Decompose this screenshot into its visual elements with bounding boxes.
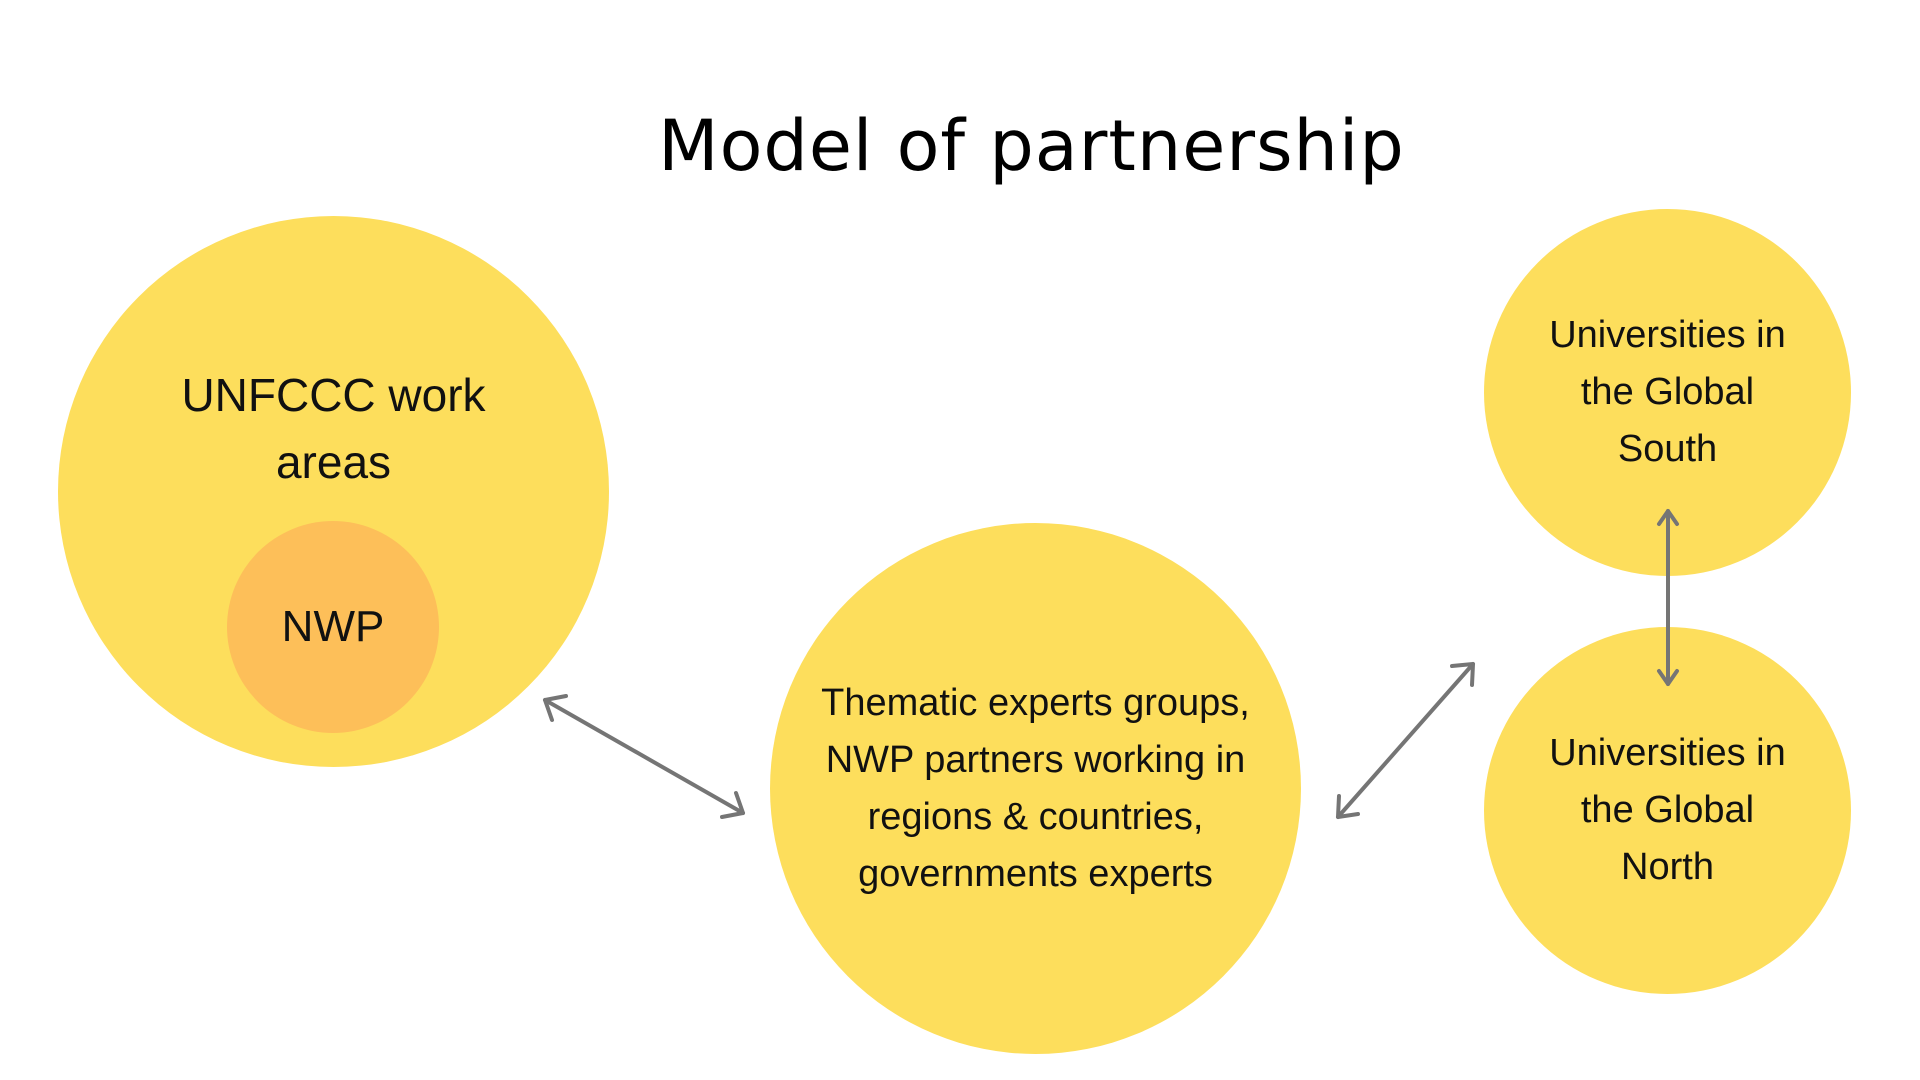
universities-global-south-label: Universities in the Global South [1549,314,1786,470]
nwp-label: NWP [281,602,385,652]
thematic-experts-circle: Thematic experts groups, NWP partners wo… [770,523,1301,1054]
universities-global-south-circle: Universities in the Global South [1484,209,1851,576]
unfccc-work-areas-label: UNFCCC work areas [181,369,486,488]
universities-global-north-label: Universities in the Global North [1549,732,1786,888]
thematic-experts-label: Thematic experts groups, NWP partners wo… [821,681,1250,895]
nwp-circle: NWP [227,521,439,733]
arrow-thematic-global-south [1336,662,1475,819]
arrow-unfccc-thematic [543,694,745,819]
diagram-title: Model of partnership [658,105,1405,187]
universities-global-north-circle: Universities in the Global North [1484,627,1851,994]
